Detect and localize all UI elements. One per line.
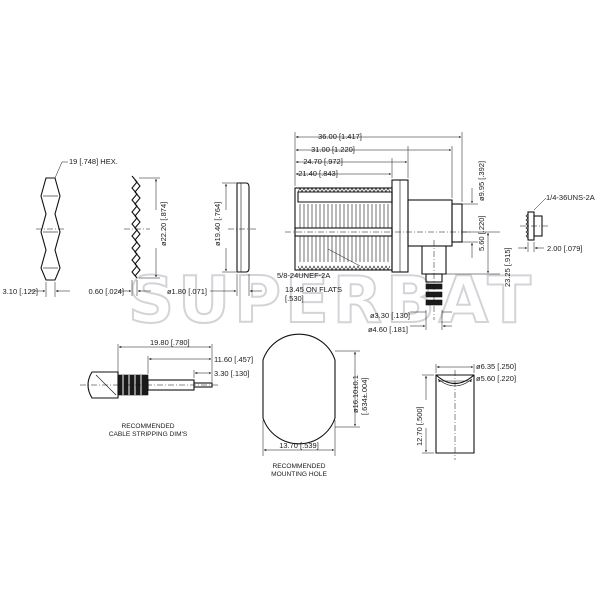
length-31-label: 31.00 [1.220] bbox=[311, 145, 355, 154]
strip-330-label: 3.30 [.130] bbox=[214, 369, 249, 378]
diameter-460-label: ø4.60 [.181] bbox=[368, 325, 408, 334]
strip-1160-label: 11.60 [.457] bbox=[214, 355, 253, 364]
uns-thread-label: 1/4-36UNS-2A bbox=[546, 193, 595, 202]
strip-caption-line1: RECOMMENDED bbox=[121, 423, 174, 430]
crimp-ferrule-view bbox=[422, 364, 475, 460]
hole-width-label: 13.70 [.539] bbox=[279, 441, 319, 450]
ferrule-length-label: 12.70 [.500] bbox=[415, 406, 424, 446]
washer-thickness-label: 0.60 [.024] bbox=[89, 287, 124, 296]
gasket-diameter-label: ø19.40 [.764] bbox=[213, 202, 222, 246]
connector-body-view bbox=[285, 179, 470, 320]
ferrule-560-label: ø5.60 [.220] bbox=[476, 374, 516, 383]
flats-inch-label: [.530] bbox=[285, 294, 304, 303]
mounting-hole-view bbox=[262, 333, 360, 456]
thread-spec-label: 5/8-24UNEF-2A bbox=[277, 271, 330, 280]
gasket-thickness-label: ø1.80 [.071] bbox=[167, 287, 207, 296]
length-21-label: 21.40 [.843] bbox=[298, 169, 338, 178]
length-36-label: 36.00 [1.417] bbox=[318, 132, 362, 141]
dim-2325-label: 23.25 [.915] bbox=[503, 247, 512, 287]
hole-diameter-label: ø16.10±0.1 bbox=[351, 375, 360, 413]
diameter-995-label: ø9.95 [.392] bbox=[477, 161, 486, 201]
hole-caption-line1: RECOMMENDED bbox=[272, 463, 325, 470]
washer-diameter-label: ø22.20 [.874] bbox=[159, 202, 168, 246]
strip-caption-line2: CABLE STRIPPING DIM'S bbox=[109, 431, 188, 438]
connector-dimensions bbox=[294, 132, 500, 330]
gasket-view bbox=[210, 182, 262, 296]
strip-1980-label: 19.80 [.780] bbox=[150, 338, 190, 347]
flats-label: 13.45 ON FLATS bbox=[285, 285, 342, 294]
dim-560-label: 5.60 [.220] bbox=[477, 216, 486, 251]
nut-thickness-label: 3.10 [.122] bbox=[3, 287, 38, 296]
cable-stripping-view bbox=[80, 344, 220, 399]
ferrule-635-label: ø6.35 [.250] bbox=[476, 362, 516, 371]
hex-size-label: 19 [.748] HEX. bbox=[69, 157, 118, 166]
watermark-text: SUPERBAT bbox=[128, 264, 535, 338]
length-24-label: 24.70 [.972] bbox=[303, 157, 343, 166]
hole-caption-line2: MOUNTING HOLE bbox=[271, 471, 327, 478]
hex-nut-view bbox=[30, 161, 70, 297]
lock-washer-view bbox=[118, 175, 160, 296]
dim-200-label: 2.00 [.079] bbox=[547, 244, 582, 253]
hole-diameter-inch-label: [.634±.004] bbox=[360, 378, 369, 415]
contact-pin-view bbox=[518, 197, 550, 252]
diameter-330-label: ø3.30 [.130] bbox=[370, 311, 410, 320]
